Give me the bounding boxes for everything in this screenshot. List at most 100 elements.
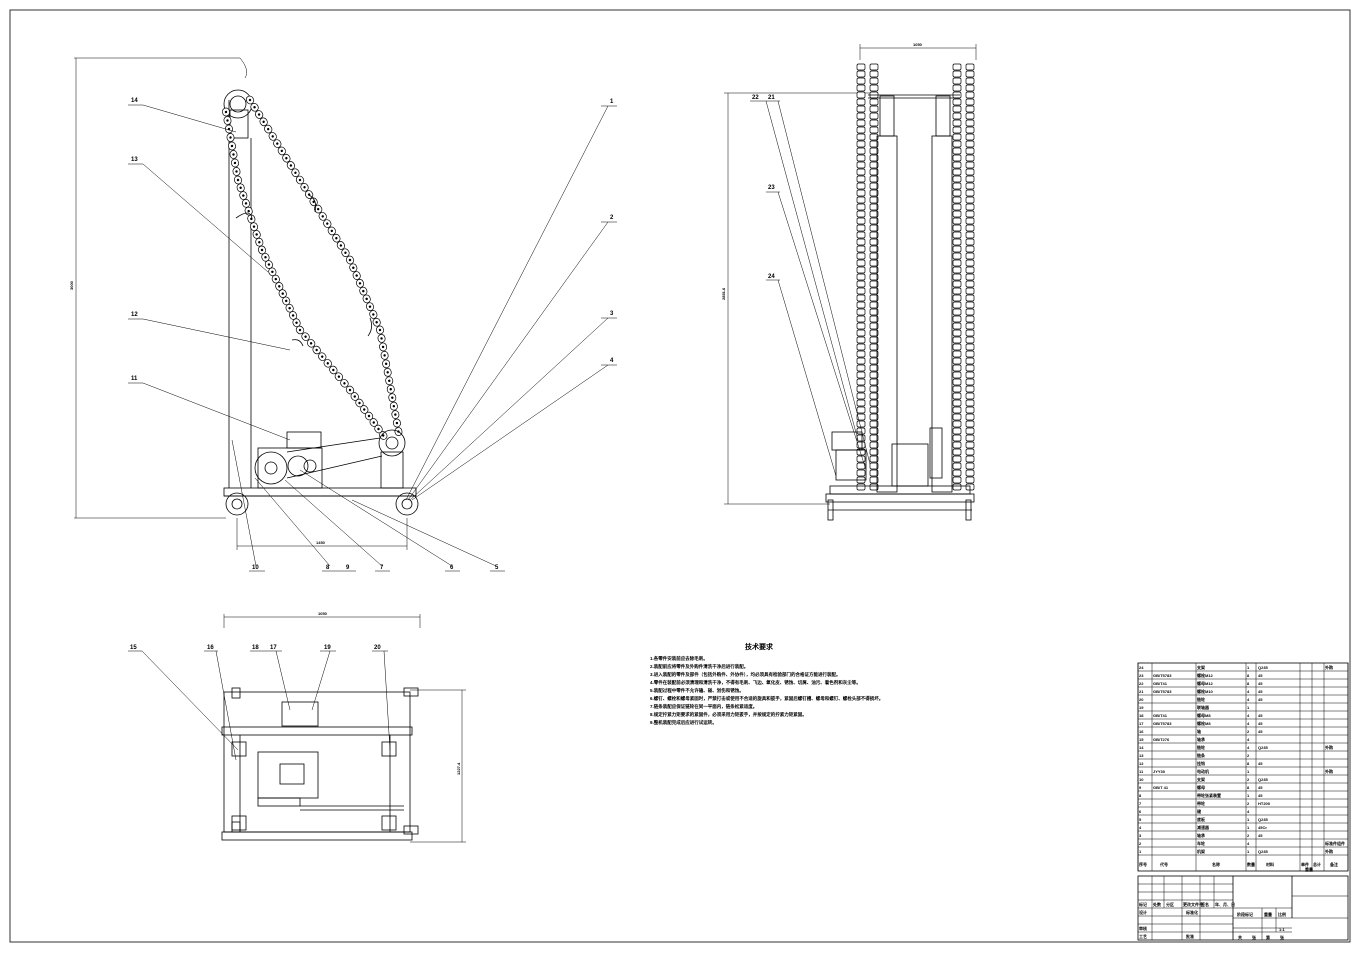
front-chain-link: [965, 252, 975, 260]
note-line: 8.规定拧紧力矩要求的紧固件，必须采用力矩扳手，并按规定的拧紧力矩紧固。: [650, 711, 807, 718]
bom-cell: 螺栓M12: [1197, 672, 1214, 678]
bom-cell: Q235: [1258, 777, 1269, 782]
bom-cell: 螺栓M10: [1197, 688, 1214, 694]
tb-scale: 比例: [1278, 911, 1286, 917]
note-line: 7.链条装配应保证链轮在同一平面内，链条松紧适度。: [650, 703, 757, 710]
tb-total: 共: [1238, 934, 1242, 940]
front-chain-link: [856, 133, 866, 141]
front-chain-link: [952, 238, 962, 246]
front-chain-link: [856, 469, 866, 477]
callout-16: 16: [207, 645, 214, 651]
chain-link: [336, 241, 346, 250]
chain-link: [318, 212, 327, 221]
bom-cell: 4: [1139, 825, 1142, 830]
tb-date: 年、月、日: [1215, 901, 1235, 907]
front-chain-link: [856, 336, 866, 344]
bom-cell: 24: [1139, 665, 1144, 670]
chain-link: [301, 332, 310, 341]
base-frame: [223, 487, 417, 497]
bom-cell: 9: [1139, 785, 1142, 790]
front-pulley: [929, 427, 943, 479]
bom-cell: 45: [1258, 673, 1263, 678]
bom-cell: GB/T41: [1153, 681, 1168, 686]
front-chain-link: [952, 266, 962, 274]
front-chain-link: [869, 84, 879, 92]
bom-cell: 1: [1247, 665, 1250, 670]
front-chain-link: [965, 476, 975, 484]
front-chain-link: [965, 217, 975, 225]
chain-link: [391, 410, 400, 419]
front-chain-link: [856, 406, 866, 414]
bom-cell: 1: [1247, 793, 1250, 798]
bom-cell: 轴承: [1197, 832, 1205, 838]
front-chain-link: [952, 420, 962, 428]
hook: [367, 317, 372, 337]
tb-scale-value: 1:1: [1279, 927, 1286, 932]
front-chain-link: [965, 203, 975, 211]
bom-cell: 45: [1258, 713, 1263, 718]
chain-link: [264, 124, 273, 134]
front-chain-link: [869, 217, 879, 225]
front-chain-link: [952, 413, 962, 421]
chain-link: [318, 352, 327, 361]
callout-1: 1: [610, 99, 614, 105]
bom-cell: 1: [1139, 849, 1142, 854]
chain-link: [345, 255, 355, 265]
front-chain-link: [856, 119, 866, 127]
chain-link: [329, 365, 338, 375]
front-chain-link: [952, 168, 962, 176]
notes-title: 技术要求: [745, 642, 774, 651]
front-chain-link: [952, 280, 962, 288]
hook: [291, 339, 304, 347]
front-chain-link: [965, 70, 975, 78]
bom-cell: 17: [1139, 721, 1144, 726]
front-base: [825, 493, 975, 503]
title-block: 标记 处数 分区 更改文件号 签名 年、月、日 设计 标准化 审核 工艺 批准 …: [1137, 875, 1349, 941]
front-chain-link: [856, 154, 866, 162]
front-chain-link: [856, 126, 866, 134]
front-chain-link: [856, 210, 866, 218]
chain-link: [377, 334, 386, 343]
front-chain-link: [869, 238, 879, 246]
chain-link: [392, 418, 401, 428]
front-chain-link: [869, 315, 879, 323]
bom-cell: 链轮: [1197, 696, 1205, 702]
front-chain-link: [952, 70, 962, 78]
front-chain-link: [965, 399, 975, 407]
front-chain-link: [965, 308, 975, 316]
front-chain-link: [869, 252, 879, 260]
front-chain-link: [856, 168, 866, 176]
bom-cell: 18: [1139, 713, 1144, 718]
top-reducer: [257, 751, 319, 799]
bom-cell: GB/T41: [1153, 713, 1168, 718]
bom-cell: 轴承: [1197, 736, 1205, 742]
bom-cell: 8: [1247, 673, 1250, 678]
callout-20: 20: [374, 645, 381, 651]
bom-cell: 机架: [1197, 848, 1205, 854]
bom-header: 总计: [1313, 861, 1321, 867]
chain-link: [292, 318, 301, 328]
front-chain-link: [952, 441, 962, 449]
bom-cell: 45: [1258, 697, 1263, 702]
callout-4: 4: [610, 358, 614, 364]
front-chain-link: [965, 245, 975, 253]
front-chain-link: [965, 63, 975, 71]
bom-cell: 45: [1258, 761, 1263, 766]
chain-link: [355, 398, 364, 408]
callout-10: 10: [252, 565, 259, 571]
front-chain-columns: [856, 63, 975, 491]
front-chain-link: [952, 455, 962, 463]
front-chain-link: [952, 105, 962, 113]
front-chain-link: [952, 322, 962, 330]
front-chain-link: [869, 427, 879, 435]
front-chain-link: [856, 231, 866, 239]
chain-link: [231, 158, 239, 168]
note-line: 4.零件在装配前必须清理和清洗干净，不得有毛刺、飞边、氧化皮、锈蚀、切屑、油污、…: [650, 679, 861, 686]
front-chain-link: [869, 406, 879, 414]
front-chain-link: [869, 168, 879, 176]
bom-cell: 14: [1139, 745, 1144, 750]
front-chain-link: [869, 154, 879, 162]
tb-check: 审核: [1139, 925, 1147, 931]
front-chain-link: [869, 329, 879, 337]
chain-link: [365, 302, 375, 311]
